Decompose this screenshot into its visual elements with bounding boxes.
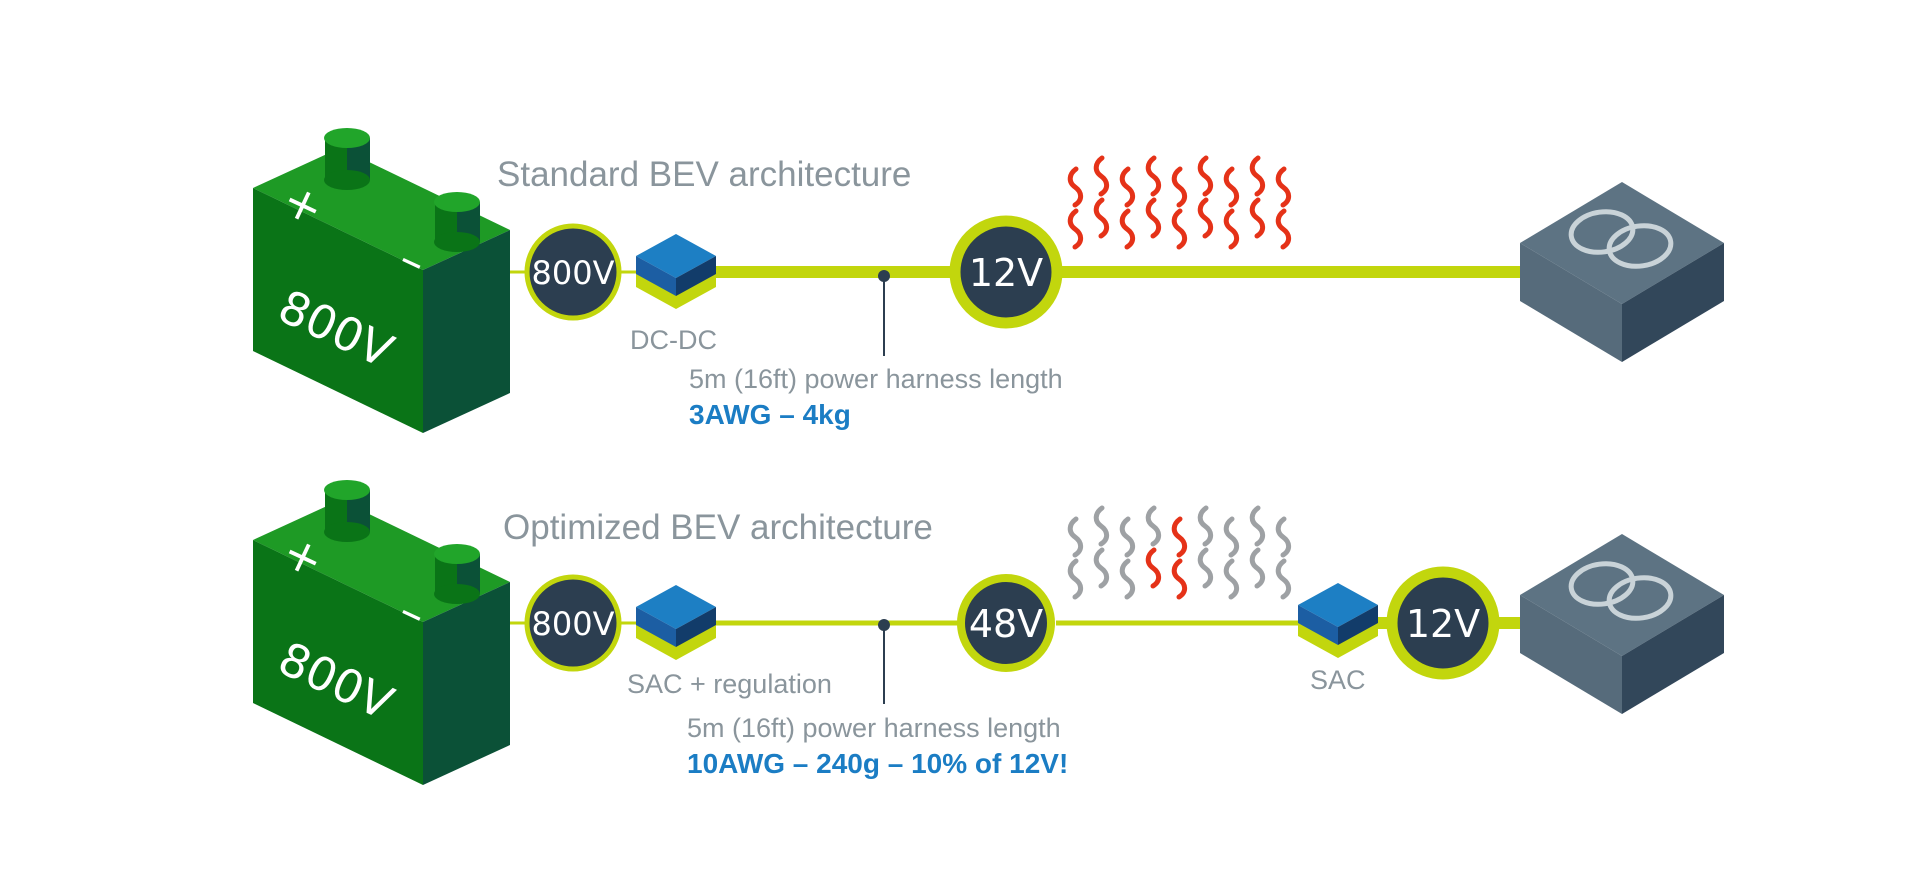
load-voltage-label: 12V bbox=[1406, 602, 1480, 646]
harness-length-text: 5m (16ft) power harness length bbox=[687, 713, 1061, 743]
mid-voltage-node: 48V bbox=[957, 574, 1055, 672]
sac-converter-icon bbox=[636, 585, 716, 660]
harness-length-text: 5m (16ft) power harness length bbox=[689, 364, 1063, 394]
pol-converter-label: SAC bbox=[1310, 665, 1366, 695]
load-voltage-node: 12V bbox=[1386, 566, 1500, 680]
load-module-icon bbox=[1520, 182, 1724, 362]
battery-terminal-positive bbox=[324, 128, 370, 190]
mid-voltage-label: 48V bbox=[969, 602, 1043, 646]
pol-sac-converter-icon bbox=[1298, 583, 1378, 658]
optimized-architecture: Optimized BEV architecture + bbox=[253, 480, 1724, 785]
standard-architecture: Standard BEV architecture + bbox=[253, 128, 1724, 433]
source-voltage-node: 800V bbox=[524, 223, 622, 321]
source-voltage-label: 800V bbox=[532, 605, 615, 643]
load-voltage-label: 12V bbox=[969, 251, 1043, 295]
battery-terminal-negative bbox=[434, 544, 480, 604]
battery-icon: + – 800V bbox=[253, 128, 510, 433]
harness-spec-text: 10AWG – 240g – 10% of 12V! bbox=[687, 748, 1068, 779]
converter-label: DC-DC bbox=[630, 325, 717, 355]
optimized-title: Optimized BEV architecture bbox=[503, 508, 933, 547]
heat-waves-icon bbox=[1070, 508, 1288, 597]
harness-callout-dot bbox=[878, 619, 890, 631]
battery-icon: + – 800V bbox=[253, 480, 510, 785]
heat-waves-icon bbox=[1070, 158, 1288, 247]
converter-label: SAC + regulation bbox=[627, 669, 832, 699]
dcdc-converter-icon bbox=[636, 234, 716, 309]
harness-callout-dot bbox=[878, 270, 890, 282]
source-voltage-node: 800V bbox=[524, 574, 622, 672]
harness-spec-text: 3AWG – 4kg bbox=[689, 399, 851, 430]
battery-terminal-negative bbox=[434, 192, 480, 252]
load-voltage-node: 12V bbox=[949, 215, 1063, 329]
standard-title: Standard BEV architecture bbox=[497, 155, 911, 194]
source-voltage-label: 800V bbox=[532, 254, 615, 292]
load-module-icon bbox=[1520, 534, 1724, 714]
battery-terminal-positive bbox=[324, 480, 370, 542]
